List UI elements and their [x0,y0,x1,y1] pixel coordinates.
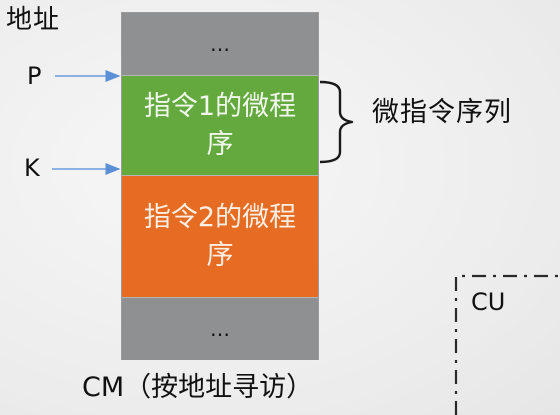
microinstruction-sequence-label: 微指令序列 [372,97,512,128]
pointer-p-label: P [27,62,42,90]
ellipsis-top: … [210,32,230,56]
pointer-k-label: K [24,154,40,182]
microprogram-1-segment: 指令1的微程序 [122,75,318,175]
cm-caption: CM（按地址寻访） [82,372,314,403]
control-memory-block: … 指令1的微程序 指令2的微程序 … [121,12,319,360]
cu-label: CU [471,288,506,316]
memory-segment-top: … [122,13,318,75]
memory-segment-bottom: … [122,297,318,360]
address-heading: 地址 [6,5,61,35]
ellipsis-bottom: … [210,317,230,341]
microprogram-1-label: 指令1的微程序 [143,90,297,160]
microprogram-2-label: 指令2的微程序 [143,201,297,271]
brace-icon [319,80,354,164]
microprogram-2-segment: 指令2的微程序 [122,175,318,297]
cu-dashed-border [454,274,560,415]
